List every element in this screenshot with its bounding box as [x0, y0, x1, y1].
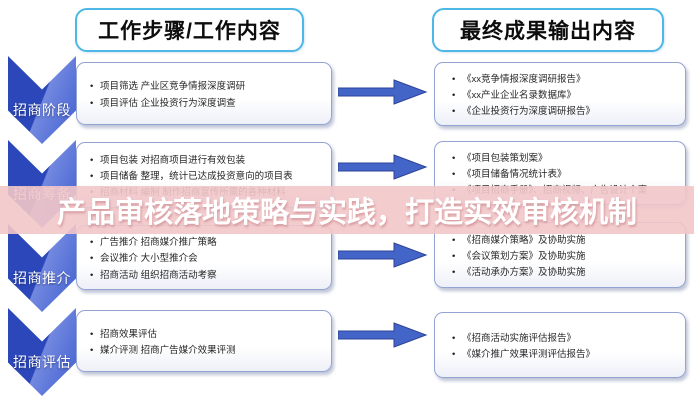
output-item: 《招商媒介策略》及协助实施 — [451, 233, 679, 249]
overlay-banner: 产品审核落地策略与实践，打造实效审核机制 — [0, 186, 694, 234]
flow-arrow-icon — [338, 242, 428, 268]
output-item: 《企业投资行为深度调研报告》 — [451, 104, 679, 120]
work-box: 广告推介 招商媒介推广策略 会议推介 大小型推介会 招商活动 组织招商活动考察 — [76, 225, 332, 290]
flow-arrow-icon — [338, 154, 428, 180]
work-item-list: 招商效果评估 媒介评测 招商广告媒介效果评测 — [89, 319, 325, 367]
stage-label: 招商评估 — [13, 354, 71, 370]
work-item: 项目包装 对招商项目进行有效包装 — [89, 153, 325, 169]
output-item: 《招商活动实施评估报告》 — [451, 331, 679, 347]
output-item-list: 《招商媒介策略》及协助实施 《会议策划方案》及协助实施 《活动承办方案》及协助实… — [451, 231, 679, 283]
stage-label: 招商推介 — [13, 270, 71, 286]
work-item-list: 广告推介 招商媒介推广策略 会议推介 大小型推介会 招商活动 组织招商活动考察 — [89, 234, 325, 285]
flow-arrow-icon — [338, 322, 428, 348]
stage-chevron: 招商评估 — [8, 308, 76, 396]
work-box: 招商效果评估 媒介评测 招商广告媒介效果评测 — [76, 310, 332, 372]
work-steps-header: 工作步骤/工作内容 — [75, 8, 304, 52]
output-item: 《会议策划方案》及协助实施 — [451, 249, 679, 265]
work-item: 项目筛选 产业区竞争情报深度调研 — [89, 79, 325, 95]
stage-chevron: 招商推介 — [8, 224, 76, 312]
output-item: 《项目包装策划案》 — [451, 151, 679, 167]
work-item: 会议推介 大小型推介会 — [89, 251, 325, 267]
work-item: 招商效果评估 — [89, 327, 325, 343]
work-item: 项目评估 企业投资行为深度调查 — [89, 96, 325, 112]
stage-label: 招商阶段 — [13, 102, 71, 118]
output-item: 《xx竞争情报深度调研报告》 — [451, 72, 679, 88]
stage-chevron: 招商阶段 — [8, 56, 76, 144]
output-item: 《媒介推广效果评测评估报告》 — [451, 347, 679, 363]
output-item-list: 《xx竞争情报深度调研报告》 《xx产业企业名录数据库》 《企业投资行为深度调研… — [451, 71, 679, 121]
output-header: 最终成果输出内容 — [432, 8, 664, 52]
flow-arrow-icon — [338, 79, 428, 105]
overlay-title: 产品审核落地策略与实践，打造实效审核机制 — [56, 197, 637, 229]
work-item-list: 项目筛选 产业区竞争情报深度调研 项目评估 企业投资行为深度调查 — [89, 71, 325, 120]
output-item-list: 《招商活动实施评估报告》 《媒介推广效果评测评估报告》 — [451, 321, 679, 373]
output-item: 《项目储备情况统计表》 — [451, 167, 679, 183]
work-item: 招商活动 组织招商活动考察 — [89, 268, 325, 284]
output-box: 《招商活动实施评估报告》 《媒介推广效果评测评估报告》 — [434, 312, 686, 378]
output-item: 《xx产业企业名录数据库》 — [451, 88, 679, 104]
work-item: 广告推介 招商媒介推广策略 — [89, 235, 325, 251]
work-item: 媒介评测 招商广告媒介效果评测 — [89, 343, 325, 359]
output-box: 《xx竞争情报深度调研报告》 《xx产业企业名录数据库》 《企业投资行为深度调研… — [434, 62, 686, 126]
output-item: 《活动承办方案》及协助实施 — [451, 265, 679, 281]
work-item: 项目储备 整理，统计已达成投资意向的项目表 — [89, 169, 325, 185]
work-box: 项目筛选 产业区竞争情报深度调研 项目评估 企业投资行为深度调查 — [76, 62, 332, 125]
